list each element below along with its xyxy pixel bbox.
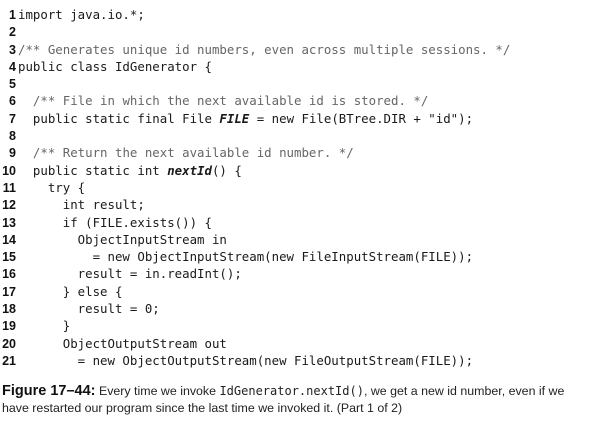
code-line: 6 /** File in which the next available i… <box>0 92 594 109</box>
code-line: 3/** Generates unique id numbers, even a… <box>0 41 594 58</box>
code-line: 21 = new ObjectOutputStream(new FileOutp… <box>0 352 594 369</box>
line-number: 5 <box>9 77 16 92</box>
code-line: 19 } <box>0 317 594 334</box>
line-number: 12 <box>2 198 16 213</box>
code-text: public static int <box>18 162 168 178</box>
line-number: 19 <box>2 319 16 334</box>
line-number: 15 <box>2 250 16 265</box>
code-line: 5 <box>0 75 594 92</box>
caption-text: Every time we invoke <box>95 384 220 398</box>
code-text: import java.io.*; <box>18 7 145 22</box>
code-text: = new File(BTree.DIR + "id"); <box>249 110 474 126</box>
code-indent <box>18 93 33 108</box>
line-number: 10 <box>2 163 16 178</box>
line-number: 16 <box>2 267 16 282</box>
code-text: result = in.readInt(); <box>18 266 242 282</box>
code-text: if (FILE.exists()) { <box>18 214 212 230</box>
code-text: ObjectInputStream in <box>18 231 227 247</box>
line-number: 11 <box>2 180 16 195</box>
figure-caption: Figure 17–44: Every time we invoke IdGen… <box>2 383 592 417</box>
code-line: 9 /** Return the next available id numbe… <box>0 144 594 161</box>
code-text: } <box>18 318 71 334</box>
code-comment: /** Generates unique id numbers, even ac… <box>18 41 511 57</box>
caption-text: , we get a new id number, even if we hav… <box>2 384 565 415</box>
line-number: 1 <box>9 8 16 22</box>
code-text: } else { <box>18 283 123 299</box>
line-number: 7 <box>9 111 16 126</box>
code-text: public static final File <box>18 110 220 126</box>
code-identifier: nextId <box>167 162 212 178</box>
code-text: result = 0; <box>18 301 160 317</box>
line-number: 18 <box>2 302 16 317</box>
code-line: 13 if (FILE.exists()) { <box>0 214 594 231</box>
code-line: 10 public static int nextId() { <box>0 162 594 179</box>
line-number: 8 <box>9 129 16 144</box>
code-line: 20 ObjectOutputStream out <box>0 335 594 352</box>
line-number: 3 <box>9 42 16 57</box>
code-text: = new ObjectInputStream(new FileInputStr… <box>18 249 474 265</box>
code-text: public class IdGenerator { <box>18 58 212 74</box>
line-number: 2 <box>9 25 16 40</box>
code-indent <box>18 145 33 160</box>
code-line: 18 result = 0; <box>0 300 594 317</box>
code-line: 11 try { <box>0 179 594 196</box>
code-text: ObjectOutputStream out <box>18 335 227 351</box>
code-text: int result; <box>18 197 145 213</box>
line-number: 17 <box>2 284 16 299</box>
code-comment: /** Return the next available id number.… <box>32 145 354 161</box>
line-number: 21 <box>2 353 16 368</box>
code-line: 8 <box>0 127 594 144</box>
code-comment: /** File in which the next available id … <box>32 93 429 109</box>
code-line: 2 <box>0 23 594 40</box>
code-line: 15 = new ObjectInputStream(new FileInput… <box>0 248 594 265</box>
line-number: 9 <box>9 146 16 161</box>
code-text: () { <box>211 162 242 178</box>
line-number: 4 <box>9 59 16 74</box>
line-number: 20 <box>2 336 16 351</box>
code-line: 14 ObjectInputStream in <box>0 231 594 248</box>
code-text: = new ObjectOutputStream(new FileOutputS… <box>18 352 474 368</box>
caption-code-ref: IdGenerator.nextId() <box>219 384 364 398</box>
line-number: 13 <box>2 215 16 230</box>
code-line: 7 public static final File FILE = new Fi… <box>0 110 594 127</box>
line-number: 14 <box>2 232 16 247</box>
figure-label: Figure 17–44: <box>2 383 96 399</box>
line-number: 6 <box>9 94 16 109</box>
code-line: 17 } else { <box>0 283 594 300</box>
code-identifier: FILE <box>219 110 250 126</box>
code-line: 12 int result; <box>0 196 594 213</box>
code-text: try { <box>18 179 86 195</box>
code-line: 16 result = in.readInt(); <box>0 265 594 282</box>
